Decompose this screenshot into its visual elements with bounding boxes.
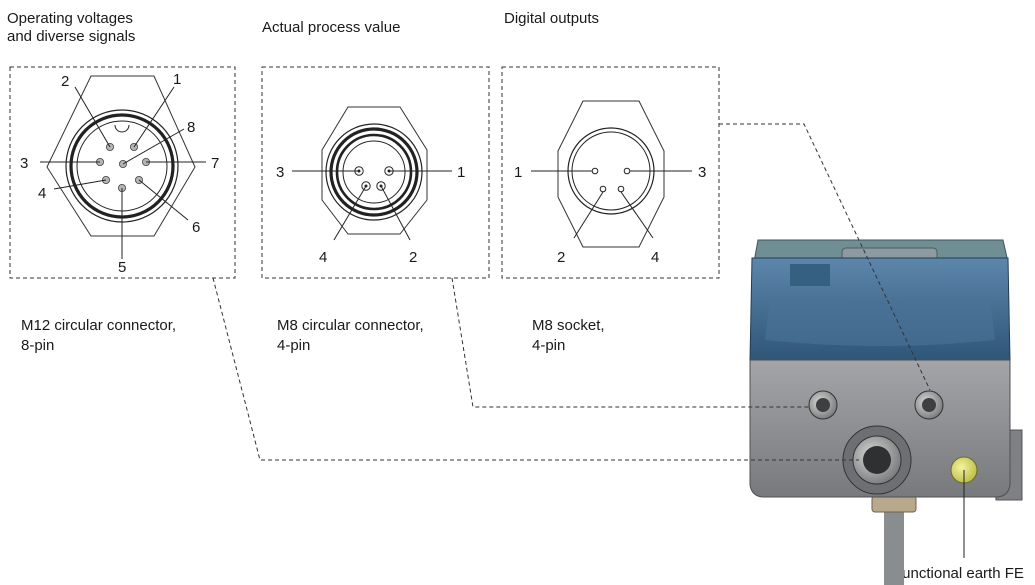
m12-caption-line1: M12 circular connector, [21, 317, 177, 334]
m12-pin-label-6: 6 [192, 219, 200, 236]
functional-earth-label: Functional earth FE [893, 565, 1024, 582]
m8-connector-pin-label-3: 3 [276, 164, 284, 181]
m8-socket-pin-label-4: 4 [651, 249, 659, 266]
sensor-device [749, 239, 1023, 585]
m8-socket-face: 1 2 3 4 [514, 100, 706, 266]
m8-connector-face: 1 2 3 4 [276, 106, 465, 266]
m8-socket-pin-label-2: 2 [557, 249, 565, 266]
m8-connector-heading: Actual process value [262, 19, 401, 36]
m8-socket-detail-box [501, 66, 720, 279]
m8-connector-pin-label-2: 2 [409, 249, 417, 266]
m12-connector-face: 1 2 3 4 5 6 7 8 [20, 71, 219, 276]
m8-socket-pin-4 [617, 185, 625, 193]
m12-pin-label-1: 1 [173, 71, 181, 88]
m8-socket-pin-1 [591, 167, 599, 175]
m12-pin-label-5: 5 [118, 259, 126, 276]
cable [884, 500, 904, 585]
m8-connector-leader-line [451, 277, 809, 408]
m8-socket-pin-label-1: 1 [514, 164, 522, 181]
m12-heading-line1: Operating voltages [7, 10, 133, 27]
m8-connector-pin-label-1: 1 [457, 164, 465, 181]
m12-pin-label-7: 7 [211, 155, 219, 172]
m8-socket-heading: Digital outputs [504, 10, 600, 27]
m8-connector-pin-label-4: 4 [319, 249, 327, 266]
m12-pin-label-2: 2 [61, 73, 69, 90]
cable-gland [871, 495, 917, 513]
m8-socket-pin-label-3: 3 [698, 164, 706, 181]
m8-socket-caption-line1: M8 socket, [532, 317, 605, 334]
m8-socket-pin-3 [623, 167, 631, 175]
m8-socket-leader-line [719, 123, 931, 391]
m8-socket-caption-line2: 4-pin [532, 337, 566, 354]
m8-socket-pin-2 [599, 185, 607, 193]
m12-caption-line2: 8-pin [21, 337, 55, 354]
ribbed-detail [790, 264, 830, 286]
m12-pin-label-8: 8 [187, 119, 195, 136]
m8-connector-detail-box [261, 66, 490, 279]
m8-connector-caption-line2: 4-pin [277, 337, 311, 354]
m12-pin-label-4: 4 [38, 185, 46, 202]
m8-connector-caption-line1: M8 circular connector, [277, 317, 424, 334]
m12-heading-line2: and diverse signals [7, 28, 136, 45]
m12-pin-label-3: 3 [20, 155, 28, 172]
m12-detail-box [9, 66, 236, 279]
